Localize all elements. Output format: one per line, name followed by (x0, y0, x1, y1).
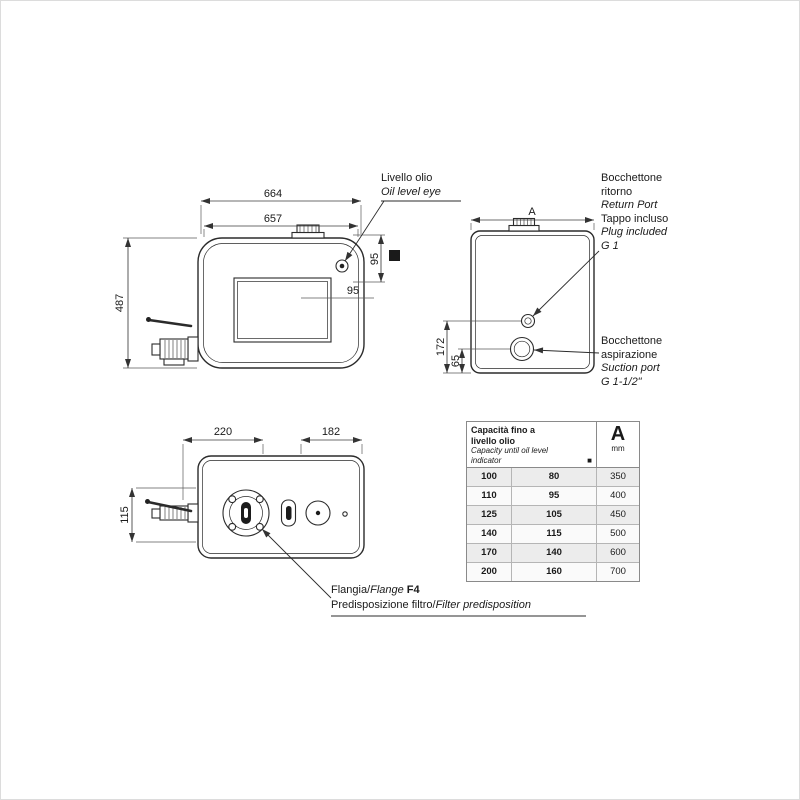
cell-size: 170 (467, 544, 512, 562)
table-row: 100 80 350 (467, 468, 639, 487)
callout-lines (261, 200, 600, 617)
dim-oil-level-vertical: 95 (353, 234, 385, 283)
cell-a-mm: 500 (610, 528, 626, 539)
svg-text:65: 65 (450, 355, 462, 367)
cell-size: 100 (467, 468, 512, 486)
cell-size: 200 (467, 563, 512, 581)
column-a-unit: mm (611, 444, 625, 453)
cell-size: 110 (467, 487, 512, 505)
return-thread-label: G 1 (601, 239, 619, 252)
capacity-header-en2: indicator (471, 455, 502, 465)
dim-oil-level-horizontal: 95 (301, 285, 374, 299)
svg-text:220: 220 (214, 426, 232, 438)
table-row: 110 95 400 (467, 487, 639, 506)
capacity-table-header: Capacità fino a livello olio Capacity un… (467, 422, 639, 468)
cell-capacity: 140 (512, 544, 597, 562)
dim-side-width-inner: 657 (203, 213, 359, 237)
flange-label-it: Flangia/ (331, 584, 371, 596)
oil-level-label-it: Livello olio (381, 172, 433, 184)
capacity-table: Capacità fino a livello olio Capacity un… (466, 421, 640, 582)
svg-text:664: 664 (264, 188, 282, 200)
dim-side-width-outer: 664 (200, 188, 362, 234)
svg-text:657: 657 (264, 213, 282, 225)
dim-suction-port-height: 65 (450, 348, 510, 373)
suction-port-label-en: Suction port (601, 362, 660, 374)
capacity-header-cell: Capacità fino a livello olio Capacity un… (467, 422, 597, 467)
plug-label-en: Plug included (601, 226, 668, 238)
sight-window (233, 277, 332, 343)
tank-front-view (470, 217, 595, 374)
dim-top-width-right: 182 (300, 426, 363, 454)
svg-text:A: A (528, 206, 536, 218)
dim-top-width-left: 220 (182, 426, 264, 500)
svg-text:115: 115 (119, 506, 131, 524)
suction-port-label-it1: Bocchettone (601, 335, 663, 347)
cell-a-mm: 350 (610, 471, 626, 482)
capacity-header-it1: Capacità fino a (471, 425, 536, 435)
cell-capacity: 80 (512, 468, 597, 486)
tank-top-view (145, 455, 365, 559)
drain-valve-top (145, 499, 199, 523)
cell-a-mm: 450 (610, 509, 626, 520)
filter-label-it: Predisposizione filtro/ (331, 599, 436, 611)
cell-a-mm: 400 (610, 490, 626, 501)
return-port-top (280, 499, 297, 527)
oil-level-label-en: Oil level eye (381, 185, 441, 198)
suction-port-top (305, 500, 331, 526)
drain-valve-side (146, 317, 199, 366)
dim-top-height: 115 (119, 487, 196, 543)
svg-text:487: 487 (114, 294, 126, 312)
suction-thread-label: G 1-1/2" (601, 375, 642, 388)
oil-level-marker-icon (389, 250, 400, 261)
svg-text:182: 182 (322, 426, 340, 438)
cell-capacity: 160 (512, 563, 597, 581)
filter-predisposition-label: Predisposizione filtro/Filter predisposi… (331, 599, 531, 613)
flange-label-en: Flange (370, 584, 404, 596)
return-port (520, 313, 536, 329)
cell-size: 140 (467, 525, 512, 543)
flange-code: F4 (406, 584, 420, 596)
filter-label-en: Filter predisposition (435, 599, 531, 611)
table-row: 140 115 500 (467, 525, 639, 544)
cell-size: 125 (467, 506, 512, 524)
oil-level-marker-legend: ■ (587, 456, 592, 465)
table-row: 125 105 450 (467, 506, 639, 525)
cell-capacity: 105 (512, 506, 597, 524)
suction-port-label-it2: aspirazione (601, 348, 658, 361)
return-port-label-it2: ritorno (601, 185, 633, 198)
table-row: 170 140 600 (467, 544, 639, 563)
svg-text:95: 95 (369, 253, 381, 265)
capacity-header-it2: livello olio (471, 435, 516, 446)
table-row: 200 160 700 (467, 563, 639, 581)
plug-label-it: Tappo incluso (601, 212, 669, 225)
filter-flange (222, 489, 270, 537)
breather-hole (342, 511, 348, 517)
svg-text:172: 172 (435, 338, 447, 356)
cell-a-mm: 600 (610, 547, 626, 558)
suction-port-label: Bocchettone aspirazione Suction port G 1… (601, 335, 662, 389)
oil-level-label: Livello olio Oil level eye (381, 172, 441, 199)
dim-return-port-height: 172 (435, 320, 521, 374)
cell-a-mm: 700 (610, 566, 626, 577)
return-port-label-en: Return Port (601, 199, 658, 211)
cell-capacity: 95 (512, 487, 597, 505)
dim-front-width-A: A (470, 206, 595, 230)
filler-cap-side (291, 224, 325, 239)
svg-text:95: 95 (347, 285, 359, 297)
return-port-label-it1: Bocchettone (601, 172, 663, 184)
suction-port (509, 336, 535, 362)
column-a-header-cell: A mm (597, 422, 639, 467)
column-a-header: A (610, 423, 626, 445)
capacity-header-en1: Capacity until oil level (471, 446, 548, 455)
dim-side-height: 487 (114, 237, 197, 369)
return-port-label: Bocchettone ritorno Return Port Tappo in… (601, 172, 668, 253)
tank-side-view (146, 224, 400, 369)
oil-level-eye (335, 259, 349, 273)
cell-capacity: 115 (512, 525, 597, 543)
